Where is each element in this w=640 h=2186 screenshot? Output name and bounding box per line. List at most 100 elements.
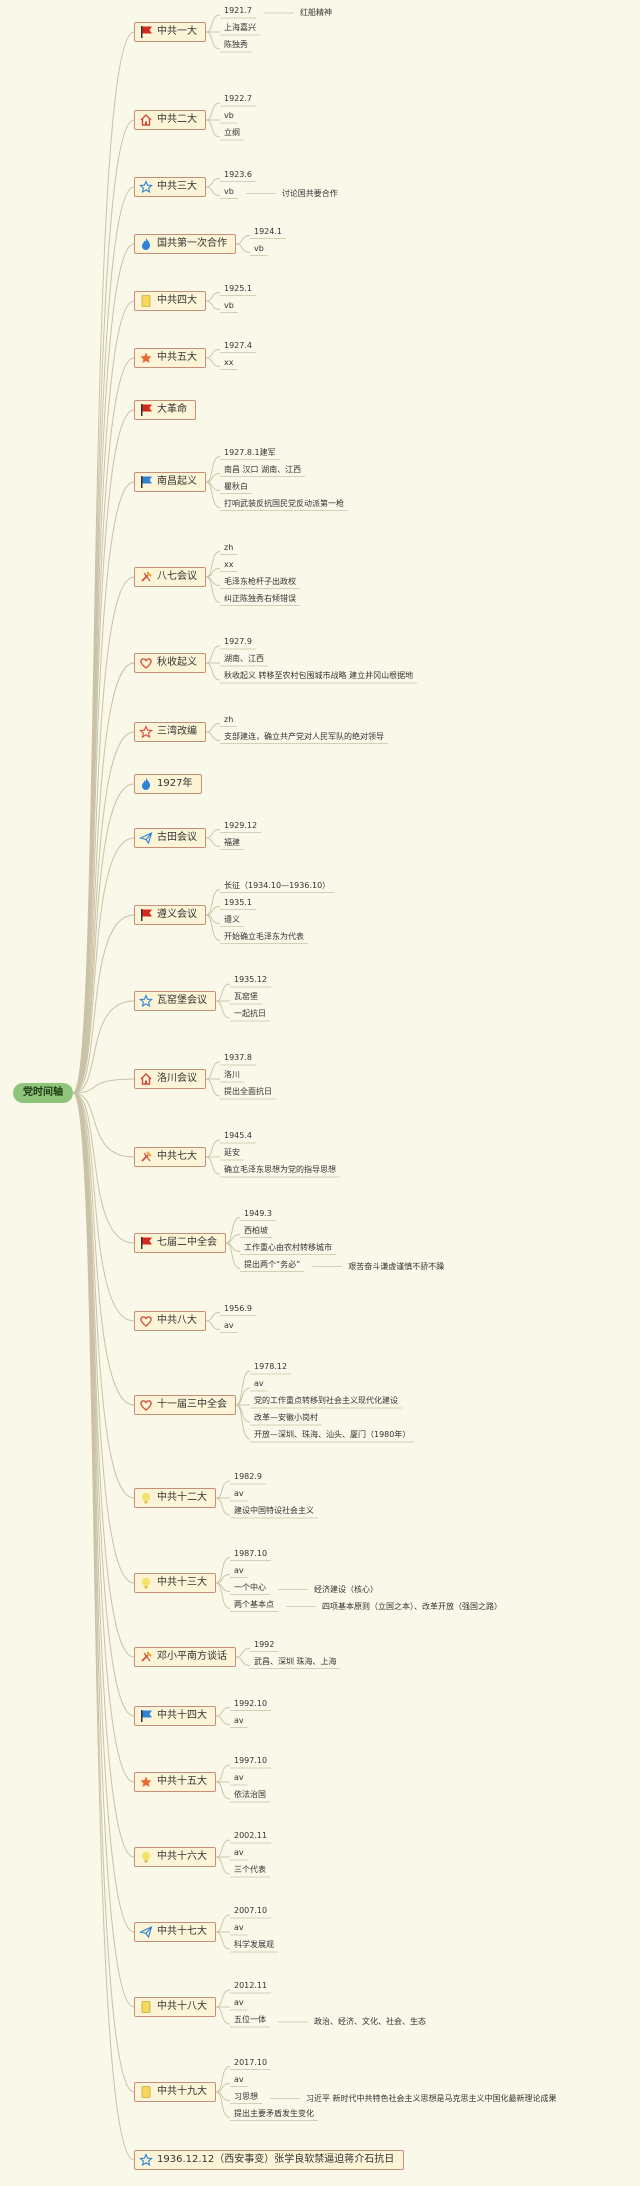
leaf-node[interactable]: 1922.7 xyxy=(224,94,252,103)
leaf-node[interactable]: 瓦窑堡 xyxy=(234,992,258,1001)
topic-node[interactable]: 中共十三大 xyxy=(134,1573,216,1593)
topic-node[interactable]: 1927年 xyxy=(134,774,202,794)
topic-node[interactable]: 中共四大 xyxy=(134,291,206,311)
leaf-node[interactable]: 1997.10 xyxy=(234,1756,268,1765)
topic-node[interactable]: 中共十五大 xyxy=(134,1772,216,1792)
leaf-node[interactable]: xx xyxy=(224,559,234,569)
leaf-node[interactable]: av xyxy=(234,1489,244,1498)
leaf-node[interactable]: 瞿秋白 xyxy=(224,481,248,491)
topic-node[interactable]: 1936.12.12（西安事变）张学良软禁逼迫蒋介石抗日 xyxy=(134,2150,404,2170)
leaf-node[interactable]: 西柏坡 xyxy=(244,1225,268,1235)
leaf-node[interactable]: 1982.9 xyxy=(234,1472,262,1481)
topic-node[interactable]: 古田会议 xyxy=(134,828,206,848)
topic-node[interactable]: 八七会议 xyxy=(134,567,206,587)
leaf-node[interactable]: vb xyxy=(254,243,264,253)
sub-leaf-node[interactable]: 政治、经济、文化、社会、生态 xyxy=(313,2017,426,2026)
leaf-node[interactable]: 改革—安徽小岗村 xyxy=(254,1413,318,1422)
leaf-node[interactable]: 依法治国 xyxy=(234,1790,266,1799)
leaf-node[interactable]: vb xyxy=(224,186,234,196)
sub-leaf-node[interactable]: 红船精神 xyxy=(299,8,332,17)
leaf-node[interactable]: 开放—深圳、珠海、汕头、厦门（1980年） xyxy=(254,1430,411,1439)
leaf-node[interactable]: 工作重心由农村转移城市 xyxy=(244,1242,332,1252)
leaf-node[interactable]: av xyxy=(254,1379,264,1388)
leaf-node[interactable]: 福建 xyxy=(224,837,240,847)
leaf-node[interactable]: 长征（1934.10—1936.10） xyxy=(224,880,331,890)
root-topic[interactable]: 党时间轴 xyxy=(13,1083,73,1103)
topic-node[interactable]: 秋收起义 xyxy=(134,653,206,673)
leaf-node[interactable]: 三个代表 xyxy=(234,1865,266,1874)
topic-node[interactable]: 中共十二大 xyxy=(134,1488,216,1508)
leaf-node[interactable]: 科学发展观 xyxy=(234,1940,274,1949)
leaf-node[interactable]: 开始确立毛泽东为代表 xyxy=(224,931,304,941)
topic-node[interactable]: 中共十六大 xyxy=(134,1847,216,1867)
topic-node[interactable]: 中共十四大 xyxy=(134,1706,216,1726)
leaf-node[interactable]: zh xyxy=(224,542,234,552)
leaf-node[interactable]: vb xyxy=(224,300,234,310)
leaf-node[interactable]: 一个中心 xyxy=(234,1582,266,1592)
leaf-node[interactable]: xx xyxy=(224,357,234,367)
leaf-node[interactable]: 1927.9 xyxy=(224,637,252,646)
topic-node[interactable]: 中共十八大 xyxy=(134,1997,216,2017)
leaf-node[interactable]: 南昌 汉口 湖南、江西 xyxy=(224,464,302,474)
leaf-node[interactable]: vb xyxy=(224,111,234,120)
topic-node[interactable]: 国共第一次合作 xyxy=(134,234,236,254)
topic-node[interactable]: 瓦窑堡会议 xyxy=(134,991,216,1011)
leaf-node[interactable]: 陈独秀 xyxy=(224,40,248,49)
topic-node[interactable]: 中共二大 xyxy=(134,110,206,130)
leaf-node[interactable]: 1945.4 xyxy=(224,1131,252,1140)
leaf-node[interactable]: 提出主要矛盾发生变化 xyxy=(234,2108,314,2118)
leaf-node[interactable]: av xyxy=(234,1565,244,1575)
sub-leaf-node[interactable]: 经济建设（核心） xyxy=(313,1584,378,1594)
leaf-node[interactable]: 1924.1 xyxy=(254,226,282,236)
leaf-node[interactable]: 支部建连，确立共产党对人民军队的绝对领导 xyxy=(224,731,384,741)
topic-node[interactable]: 中共七大 xyxy=(134,1147,206,1167)
leaf-node[interactable]: 1927.8.1建军 xyxy=(224,447,276,457)
sub-leaf-node[interactable]: 讨论国共要合作 xyxy=(281,188,338,198)
leaf-node[interactable]: 纠正陈独秀右倾错误 xyxy=(224,593,296,603)
leaf-node[interactable]: 延安 xyxy=(224,1148,240,1157)
leaf-node[interactable]: 2007.10 xyxy=(234,1906,268,1915)
leaf-node[interactable]: 上海嘉兴 xyxy=(224,23,256,32)
sub-leaf-node[interactable]: 艰苦奋斗谦虚谨慎不骄不躁 xyxy=(348,1261,445,1271)
leaf-node[interactable]: av xyxy=(234,1923,244,1932)
leaf-node[interactable]: 立纲 xyxy=(224,128,240,137)
leaf-node[interactable]: 1935.1 xyxy=(224,897,252,907)
leaf-node[interactable]: 1949.3 xyxy=(244,1208,272,1218)
topic-node[interactable]: 三湾改编 xyxy=(134,722,206,742)
topic-node[interactable]: 中共一大 xyxy=(134,22,206,42)
topic-node[interactable]: 大革命 xyxy=(134,400,196,420)
sub-leaf-node[interactable]: 四项基本原则（立国之本）、改革开放（强国之路） xyxy=(321,1601,502,1611)
leaf-node[interactable]: 1937.8 xyxy=(224,1053,252,1062)
leaf-node[interactable]: 遵义 xyxy=(224,914,240,924)
leaf-node[interactable]: 一起抗日 xyxy=(234,1009,266,1018)
leaf-node[interactable]: 毛泽东枪杆子出政权 xyxy=(224,576,296,586)
leaf-node[interactable]: 1927.4 xyxy=(224,340,252,350)
leaf-node[interactable]: 1923.6 xyxy=(224,169,252,179)
leaf-node[interactable]: 1925.1 xyxy=(224,283,252,293)
leaf-node[interactable]: av xyxy=(234,1998,244,2007)
topic-node[interactable]: 邓小平南方谈话 xyxy=(134,1647,236,1667)
leaf-node[interactable]: 1921.7 xyxy=(224,6,252,15)
leaf-node[interactable]: 2012.11 xyxy=(234,1981,268,1990)
leaf-node[interactable]: 1978.12 xyxy=(254,1362,288,1371)
topic-node[interactable]: 七届二中全会 xyxy=(134,1233,226,1253)
leaf-node[interactable]: av xyxy=(224,1320,234,1330)
leaf-node[interactable]: 1987.10 xyxy=(234,1548,268,1558)
leaf-node[interactable]: 1992.10 xyxy=(234,1698,268,1708)
topic-node[interactable]: 中共十七大 xyxy=(134,1922,216,1942)
leaf-node[interactable]: 武昌、深圳 珠海、上海 xyxy=(254,1656,337,1666)
topic-node[interactable]: 洛川会议 xyxy=(134,1069,206,1089)
leaf-node[interactable]: av xyxy=(234,2074,244,2084)
leaf-node[interactable]: 确立毛泽东思想为党的指导思想 xyxy=(224,1165,336,1174)
leaf-node[interactable]: 1992 xyxy=(254,1639,275,1649)
leaf-node[interactable]: 两个基本点 xyxy=(234,1599,274,1609)
leaf-node[interactable]: av xyxy=(234,1773,244,1782)
leaf-node[interactable]: av xyxy=(234,1848,244,1857)
leaf-node[interactable]: 2017.10 xyxy=(234,2057,268,2067)
leaf-node[interactable]: 秋收起义 转移至农村包围城市战略 建立井冈山根据地 xyxy=(224,671,414,680)
topic-node[interactable]: 南昌起义 xyxy=(134,472,206,492)
sub-leaf-node[interactable]: 习近平 新时代中共特色社会主义思想是马克思主义中国化最新理论成果 xyxy=(305,2093,557,2103)
topic-node[interactable]: 十一届三中全会 xyxy=(134,1395,236,1415)
leaf-node[interactable]: 建设中国特设社会主义 xyxy=(234,1506,314,1515)
topic-node[interactable]: 中共三大 xyxy=(134,177,206,197)
